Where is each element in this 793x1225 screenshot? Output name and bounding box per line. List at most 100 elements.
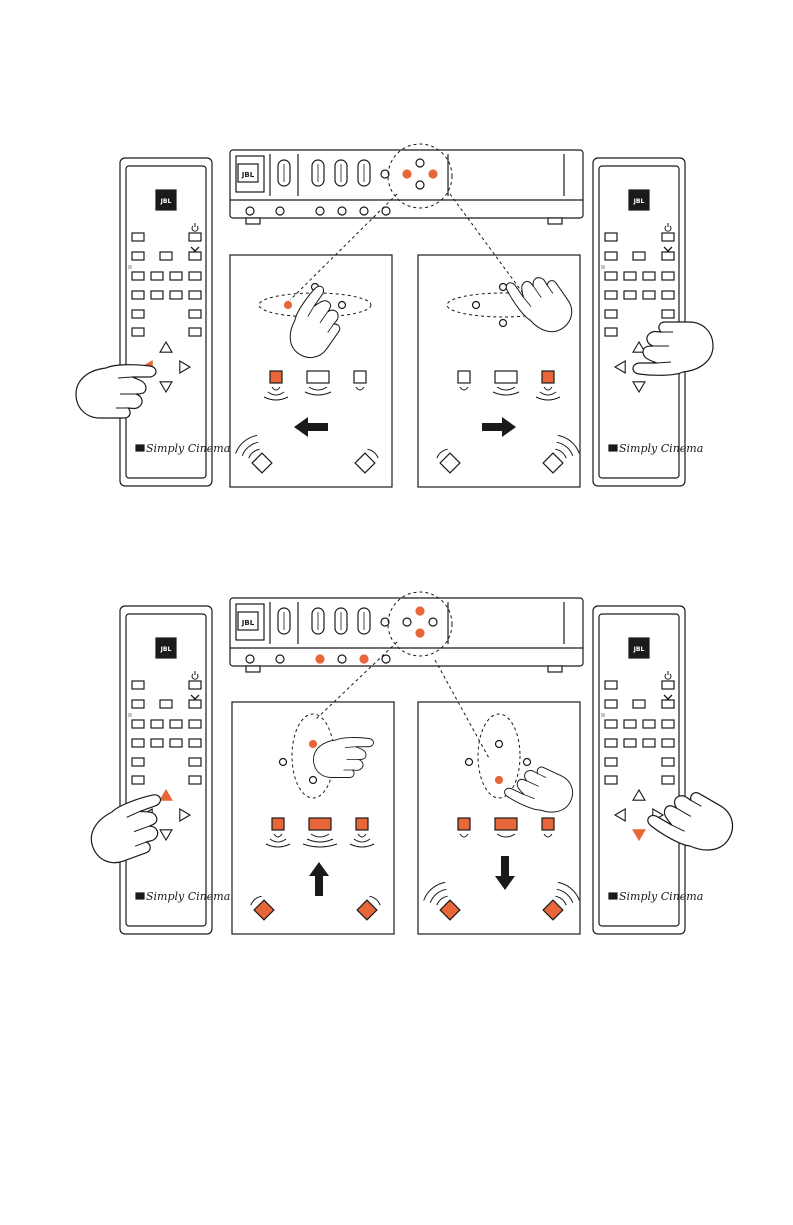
remote-button[interactable]	[633, 700, 645, 708]
remote-face	[126, 614, 206, 926]
remote-button[interactable]	[633, 252, 645, 260]
balance-left-button	[403, 170, 411, 178]
front-speaker-icon	[458, 371, 470, 383]
center-speaker-icon	[309, 818, 331, 830]
remote-button[interactable]	[643, 272, 655, 280]
remote-button[interactable]	[605, 700, 617, 708]
panel-right-button	[339, 302, 346, 309]
remote-button[interactable]	[189, 681, 201, 689]
remote-top-left: JBLJBLSimply Cinema	[120, 158, 230, 486]
remote-button[interactable]	[624, 739, 636, 747]
brand-mark	[609, 893, 617, 899]
remote-button[interactable]	[170, 720, 182, 728]
remote-button[interactable]	[132, 776, 144, 784]
remote-button[interactable]	[151, 272, 163, 280]
remote-button[interactable]	[662, 233, 674, 241]
remote-button[interactable]	[662, 252, 674, 260]
receiver-input-button	[360, 207, 368, 215]
receiver-foot-left	[246, 666, 260, 672]
remote-button[interactable]	[605, 252, 617, 260]
remote-button[interactable]	[605, 310, 617, 318]
panel-right-button	[524, 759, 531, 766]
remote-button[interactable]	[189, 739, 201, 747]
remote-button[interactable]	[132, 681, 144, 689]
remote-button[interactable]	[189, 776, 201, 784]
remote-button[interactable]	[605, 776, 617, 784]
brand-mark	[136, 445, 144, 451]
remote-button[interactable]	[605, 720, 617, 728]
remote-button[interactable]	[132, 720, 144, 728]
remote-button[interactable]	[151, 739, 163, 747]
remote-small-mark: JBL	[600, 267, 606, 271]
remote-button[interactable]	[151, 291, 163, 299]
remote-button[interactable]	[189, 758, 201, 766]
remote-button[interactable]	[189, 272, 201, 280]
remote-button[interactable]	[643, 739, 655, 747]
remote-button[interactable]	[189, 291, 201, 299]
remote-button[interactable]	[662, 720, 674, 728]
remote-button[interactable]	[605, 328, 617, 336]
remote-button[interactable]	[662, 700, 674, 708]
remote-button[interactable]	[189, 328, 201, 336]
remote-button[interactable]	[132, 739, 144, 747]
receiver-input-button	[276, 207, 284, 215]
remote-button[interactable]	[605, 272, 617, 280]
remote-button[interactable]	[662, 681, 674, 689]
remote-button[interactable]	[643, 291, 655, 299]
front-speaker-icon	[270, 371, 282, 383]
center-speaker-icon	[307, 371, 329, 383]
remote-button[interactable]	[170, 291, 182, 299]
receiver-foot-right	[548, 666, 562, 672]
remote-button[interactable]	[189, 310, 201, 318]
remote-button[interactable]	[132, 272, 144, 280]
remote-button[interactable]	[132, 310, 144, 318]
remote-button[interactable]	[624, 720, 636, 728]
remote-button[interactable]	[605, 739, 617, 747]
panel-bottom-left	[232, 702, 394, 934]
remote-button[interactable]	[132, 252, 144, 260]
remote-button[interactable]	[189, 252, 201, 260]
remote-button[interactable]	[662, 758, 674, 766]
remote-button[interactable]	[624, 272, 636, 280]
remote-button[interactable]	[662, 272, 674, 280]
panel-down-button	[496, 777, 503, 784]
receiver-logo-text: JBL	[241, 171, 255, 179]
remote-button[interactable]	[189, 233, 201, 241]
remote-button[interactable]	[151, 720, 163, 728]
front-speaker-icon	[542, 371, 554, 383]
receiver-input-button	[338, 655, 346, 663]
remote-brand: Simply Cinema	[609, 442, 703, 455]
remote-button[interactable]	[662, 739, 674, 747]
remote-button[interactable]	[170, 739, 182, 747]
remote-button[interactable]	[189, 700, 201, 708]
remote-button[interactable]	[132, 758, 144, 766]
remote-button[interactable]	[189, 720, 201, 728]
panel-left-button	[280, 759, 287, 766]
front-speaker-icon	[356, 818, 368, 830]
receiver-input-button	[338, 207, 346, 215]
receiver-logo-text: JBL	[241, 619, 255, 627]
remote-button[interactable]	[160, 700, 172, 708]
front-speaker-icon	[272, 818, 284, 830]
remote-button[interactable]	[662, 291, 674, 299]
remote-button[interactable]	[605, 681, 617, 689]
remote-button[interactable]	[662, 776, 674, 784]
remote-logo-text: JBL	[633, 198, 645, 205]
remote-logo-text: JBL	[160, 646, 172, 653]
remote-button[interactable]	[132, 291, 144, 299]
balance-right-button	[429, 618, 437, 626]
remote-button[interactable]	[605, 291, 617, 299]
remote-button[interactable]	[160, 252, 172, 260]
remote-button[interactable]	[643, 720, 655, 728]
remote-small-mark: JBL	[127, 715, 133, 719]
remote-button[interactable]	[624, 291, 636, 299]
remote-button[interactable]	[662, 310, 674, 318]
remote-button[interactable]	[605, 233, 617, 241]
remote-button[interactable]	[170, 272, 182, 280]
remote-button[interactable]	[132, 233, 144, 241]
remote-button[interactable]	[132, 328, 144, 336]
remote-logo: JBL	[156, 638, 176, 658]
remote-button[interactable]	[605, 758, 617, 766]
remote-button[interactable]	[132, 700, 144, 708]
